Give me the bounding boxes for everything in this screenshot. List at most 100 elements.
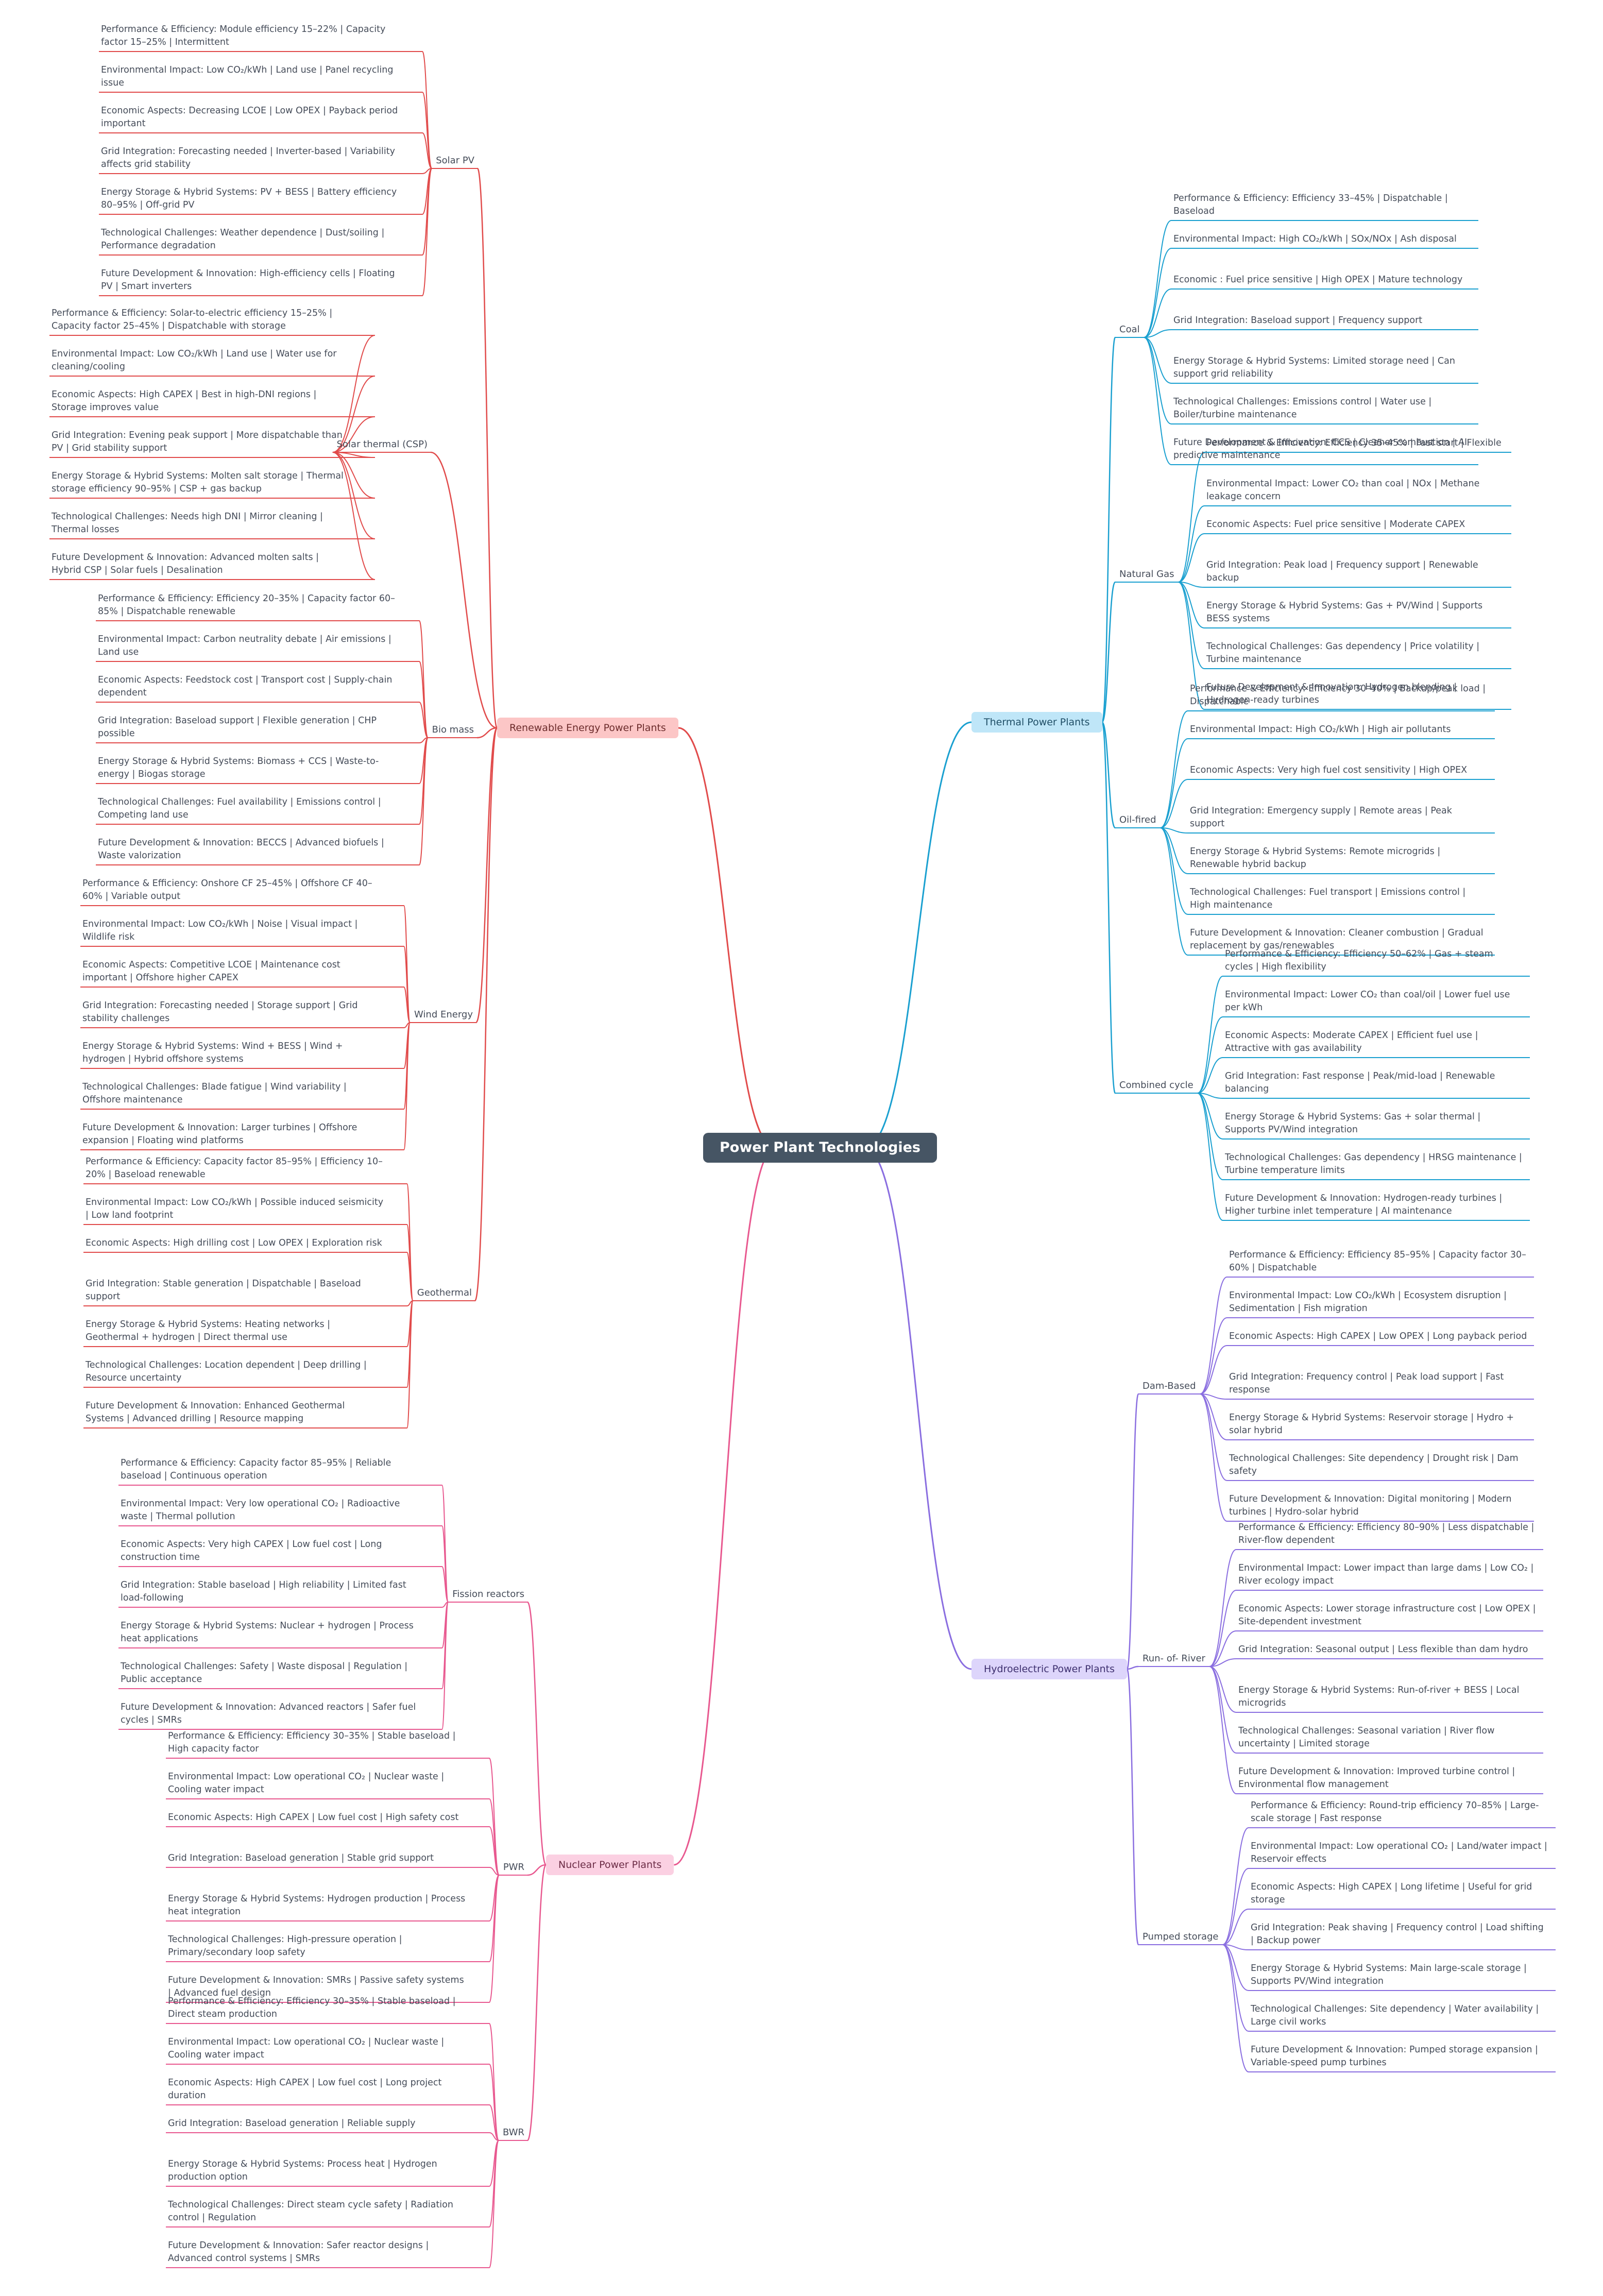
leaf-node: Performance & Efficiency: Onshore CF 25–… xyxy=(82,878,372,902)
sub-connector xyxy=(475,727,498,1024)
leaf-connector xyxy=(489,2064,499,2141)
sub-connector xyxy=(1101,721,1116,829)
leaf-connector xyxy=(441,1602,449,1730)
leaf-node: Technological Challenges: Seasonal varia… xyxy=(1238,1726,1495,1749)
leaf-connector xyxy=(332,452,376,499)
leaf-node: Grid Integration: Baseload support | Fle… xyxy=(98,716,377,739)
leaf-connector xyxy=(1197,1093,1223,1099)
leaf-connector xyxy=(489,1826,500,1876)
sub-node-label: Solar PV xyxy=(436,155,474,166)
leaf-node: Future Development & Innovation: Advance… xyxy=(52,552,319,575)
leaf-node: Economic Aspects: High CAPEX | Long life… xyxy=(1251,1882,1532,1905)
leaf-node: Environmental Impact: Low operational CO… xyxy=(1251,1841,1547,1864)
sub-node-label: Coal xyxy=(1119,324,1140,335)
leaf-connector xyxy=(403,987,411,1023)
leaf-connector xyxy=(1200,1277,1227,1394)
leaf-node: Economic Aspects: Decreasing LCOE | Low … xyxy=(101,106,398,129)
sub-node-label: Natural Gas xyxy=(1119,569,1174,580)
sub-node-label: Bio mass xyxy=(432,724,474,735)
sub-node-label: Pumped storage xyxy=(1142,1931,1219,1942)
branch-connector-nuclear xyxy=(674,1147,776,1866)
leaf-connector xyxy=(489,2140,499,2268)
leaf-node: Economic Aspects: High CAPEX | Low fuel … xyxy=(168,2078,442,2101)
leaf-node: Future Development & Innovation: Pumped … xyxy=(1251,2045,1538,2068)
leaf-node: Performance & Efficiency: Efficiency 30–… xyxy=(1190,684,1486,707)
leaf-node: Technological Challenges: Site dependenc… xyxy=(1251,2004,1539,2027)
leaf-node: Economic Aspects: Fuel price sensitive |… xyxy=(1206,519,1465,530)
leaf-node: Future Development & Innovation: High-ef… xyxy=(101,268,395,292)
leaf-connector xyxy=(332,452,376,539)
leaf-node: Economic Aspects: High CAPEX | Low OPEX … xyxy=(1229,1331,1527,1341)
branch-connector-hydro xyxy=(864,1147,972,1670)
sub-node-label: Wind Energy xyxy=(414,1009,473,1020)
leaf-connector xyxy=(1178,582,1205,710)
leaf-node: Grid Integration: Frequency control | Pe… xyxy=(1229,1372,1504,1395)
leaf-connector xyxy=(1144,337,1172,424)
leaf-node: Grid Integration: Forecasting needed | I… xyxy=(101,146,395,169)
leaf-node: Grid Integration: Stable baseload | High… xyxy=(121,1580,406,1603)
leaf-connector xyxy=(489,1758,500,1876)
leaf-node: Economic Aspects: Moderate CAPEX | Effic… xyxy=(1225,1030,1478,1053)
leaf-node: Environmental Impact: Low operational CO… xyxy=(168,2037,445,2060)
leaf-connector xyxy=(332,416,376,453)
leaf-connector xyxy=(1197,1057,1223,1094)
leaf-node: Technological Challenges: Location depen… xyxy=(86,1360,367,1383)
leaf-connector xyxy=(489,1875,500,2003)
leaf-node: Economic Aspects: High CAPEX | Best in h… xyxy=(52,389,317,413)
leaf-connector xyxy=(1222,1909,1249,1945)
leaf-node: Grid Integration: Baseload generation | … xyxy=(168,1853,434,1863)
leaf-connector xyxy=(422,168,433,296)
leaf-connector xyxy=(1160,827,1188,874)
leaf-node: Energy Storage & Hybrid Systems: Biomass… xyxy=(98,756,379,779)
leaf-connector xyxy=(1178,505,1205,583)
leaf-node: Technological Challenges: Fuel availabil… xyxy=(98,797,381,820)
leaf-connector xyxy=(1200,1393,1227,1440)
leaf-connector xyxy=(1178,582,1205,588)
leaf-connector xyxy=(1160,738,1188,828)
sub-node-label: Geothermal xyxy=(417,1287,472,1298)
leaf-connector xyxy=(422,92,433,169)
branch-node-nuclear: Nuclear Power Plants xyxy=(546,1855,674,1875)
leaf-connector xyxy=(1222,1944,1249,2032)
leaf-node: Grid Integration: Baseload generation | … xyxy=(168,2118,416,2129)
leaf-connector xyxy=(1222,1944,1249,1950)
sub-connector xyxy=(1101,336,1116,723)
leaf-connector xyxy=(1209,1630,1237,1667)
sub-connector xyxy=(1101,581,1116,723)
leaf-node: Technological Challenges: Direct steam c… xyxy=(168,2200,453,2223)
leaf-connector xyxy=(1209,1666,1237,1754)
leaf-node: Energy Storage & Hybrid Systems: Main la… xyxy=(1251,1963,1527,1986)
leaf-node: Economic Aspects: High drilling cost | L… xyxy=(86,1238,382,1248)
leaf-node: Economic Aspects: High CAPEX | Low fuel … xyxy=(168,1812,459,1823)
leaf-node: Environmental Impact: Lower CO₂ than coa… xyxy=(1225,990,1510,1013)
leaf-node: Technological Challenges: Gas dependency… xyxy=(1206,641,1480,665)
leaf-node: Environmental Impact: Very low operation… xyxy=(121,1499,400,1522)
leaf-node: Technological Challenges: Safety | Waste… xyxy=(121,1661,408,1685)
leaf-connector xyxy=(1160,827,1188,956)
leaf-node: Technological Challenges: Weather depend… xyxy=(101,228,385,251)
leaf-connector xyxy=(1144,337,1172,465)
leaf-node: Future Development & Innovation: Digital… xyxy=(1229,1494,1512,1517)
leaf-node: Energy Storage & Hybrid Systems: Hydroge… xyxy=(168,1894,466,1917)
leaf-node: Grid Integration: Evening peak support |… xyxy=(52,430,343,453)
leaf-connector xyxy=(332,452,376,458)
leaf-node: Environmental Impact: High CO₂/kWh | SOx… xyxy=(1173,234,1457,244)
sub-connector xyxy=(527,1864,547,1876)
leaf-node: Economic Aspects: Very high CAPEX | Low … xyxy=(121,1539,382,1562)
leaf-node: Performance & Efficiency: Efficiency 35–… xyxy=(1206,438,1502,448)
leaf-node: Future Development & Innovation: BECCS |… xyxy=(98,838,384,861)
leaf-connector xyxy=(1160,779,1188,828)
leaf-node: Environmental Impact: Low CO₂/kWh | Land… xyxy=(52,349,337,372)
leaf-node: Performance & Efficiency: Efficiency 30–… xyxy=(168,1996,456,2019)
leaf-node: Environmental Impact: Lower CO₂ than coa… xyxy=(1206,479,1480,502)
leaf-node: Future Development & Innovation: Enhance… xyxy=(86,1401,345,1424)
sub-connector xyxy=(1101,721,1116,1094)
leaf-node: Performance & Efficiency: Round-trip eff… xyxy=(1251,1800,1539,1824)
leaf-connector xyxy=(1200,1393,1227,1481)
leaf-node: Performance & Efficiency: Efficiency 33–… xyxy=(1173,193,1448,216)
sub-connector xyxy=(1126,1393,1139,1670)
leaf-node: Technological Challenges: High-pressure … xyxy=(168,1934,402,1958)
leaf-connector xyxy=(1209,1658,1237,1667)
leaf-node: Environmental Impact: Lower impact than … xyxy=(1238,1563,1534,1586)
leaf-connector xyxy=(1197,976,1223,1094)
